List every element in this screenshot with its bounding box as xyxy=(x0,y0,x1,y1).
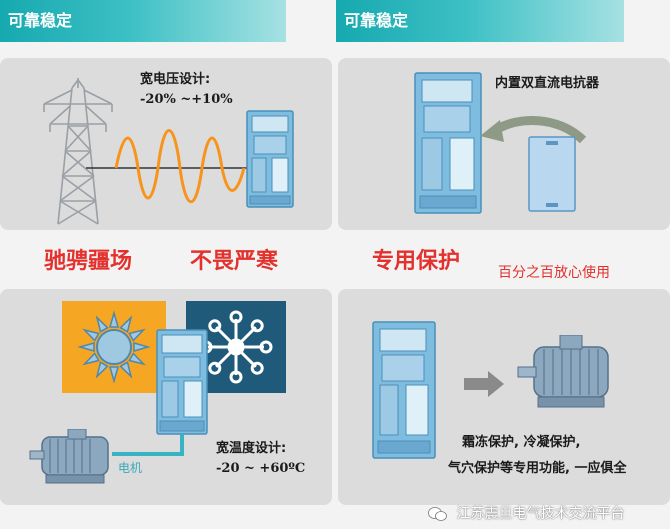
cable-icon xyxy=(112,434,184,456)
protection-panel: 霜冻保护, 冷凝保护, 气穴保护等专用功能, 一应俱全 xyxy=(338,289,670,505)
arrow-icon xyxy=(480,116,587,144)
dc-reactor-icon xyxy=(528,136,576,212)
reactor-label: 内置双直流电抗器 xyxy=(495,76,600,91)
temperature-line2: -20 ~ +60ºC xyxy=(216,461,306,476)
watermark: 江苏震旦电气技术交流平台 xyxy=(428,502,668,526)
inverter-drive-icon xyxy=(156,329,208,435)
voltage-wave-icon xyxy=(86,129,248,203)
slogan-left-1: 驰骋疆场 xyxy=(44,249,133,274)
inverter-drive-icon xyxy=(246,110,294,208)
protection-line2: 气穴保护等专用功能, 一应俱全 xyxy=(448,461,627,476)
temperature-panel: 电机 宽温度设计: -20 ~ +60ºC xyxy=(0,289,332,505)
temperature-line1: 宽温度设计: xyxy=(216,441,287,456)
reactor-panel: 内置双直流电抗器 xyxy=(338,58,670,230)
header-right: 可靠稳定 xyxy=(336,0,624,42)
wechat-icon xyxy=(428,507,447,521)
header-left: 可靠稳定 xyxy=(0,0,286,42)
inverter-drive-large-icon xyxy=(414,72,482,214)
watermark-text: 江苏震旦电气技术交流平台 xyxy=(456,506,625,522)
voltage-line2: -20% ~+10% xyxy=(140,92,233,107)
slogan-right-sub: 百分之百放心使用 xyxy=(498,265,610,281)
power-tower-icon xyxy=(43,78,113,225)
inverter-drive-large-icon xyxy=(372,321,436,459)
protection-line1: 霜冻保护, 冷凝保护, xyxy=(462,435,581,450)
header-left-title: 可靠稳定 xyxy=(8,11,73,30)
arrow-right-icon xyxy=(464,371,504,397)
slogan-left-2: 不畏严寒 xyxy=(190,249,279,274)
header-right-title: 可靠稳定 xyxy=(344,11,409,30)
voltage-panel: 宽电压设计: -20% ~+10% xyxy=(0,58,332,230)
voltage-line1: 宽电压设计: xyxy=(140,72,211,87)
motor-icon xyxy=(29,429,109,484)
motor-icon xyxy=(517,335,609,408)
motor-label: 电机 xyxy=(118,461,143,475)
sun-icon xyxy=(62,301,166,393)
slogan-right-main: 专用保护 xyxy=(372,249,461,274)
